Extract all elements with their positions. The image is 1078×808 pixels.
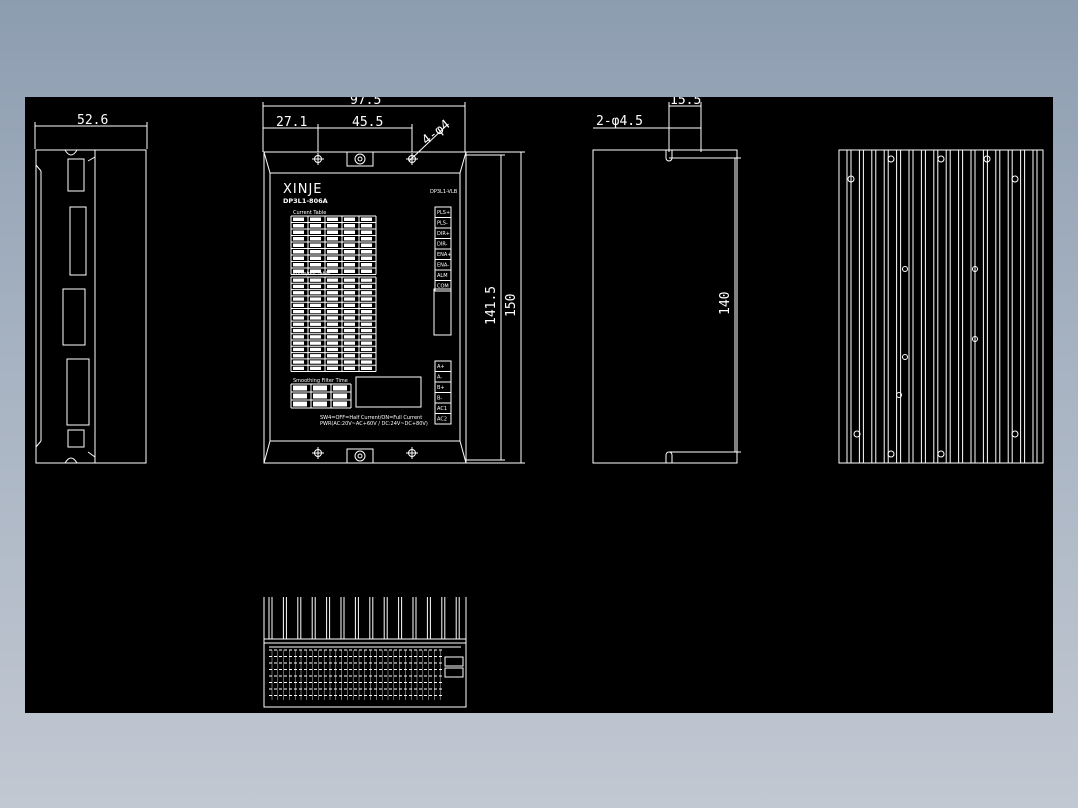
terminal-label: PLS+	[437, 210, 450, 216]
terminal-label: AC1	[437, 406, 447, 412]
terminal-label: DIR-	[437, 241, 448, 247]
terminal-label: ALM	[437, 273, 448, 279]
current-table	[290, 215, 377, 275]
front-hole-spec-dim: 4-φ4	[419, 117, 453, 148]
terminal-label: B-	[437, 395, 442, 401]
cad-drawing: 52.6 97.5 27.1 45.5 4-φ4	[34, 97, 1044, 708]
rear-hole-spec-dim: 2-φ4.5	[596, 114, 643, 129]
terminal-label: COM	[437, 283, 449, 289]
version-text: DP3L1-VLB	[430, 189, 458, 195]
front-width-dim: 97.5	[350, 97, 381, 108]
footer-line-1: SW4=OFF=Half Current/ON=Full Current	[320, 415, 422, 421]
model-name: DP3L1-806A	[283, 197, 328, 205]
front-total-height-dim: 150	[504, 294, 519, 317]
terminal-label: A-	[437, 374, 442, 380]
brand-logo: XINJE	[283, 182, 323, 197]
front-view: 97.5 27.1 45.5 4-φ4 141.5 150	[262, 97, 525, 464]
rear-view: 2-φ4.5 15.5 140	[592, 97, 741, 464]
display-window	[355, 376, 422, 408]
bottom-view	[263, 597, 467, 708]
terminal-label: PLS-	[437, 220, 448, 226]
front-left-offset-dim: 27.1	[276, 115, 307, 130]
signal-terminal-block: PLS+ PLS- DIR+ DIR- ENA+ ENA- ALM COM	[434, 206, 452, 292]
rear-hole-offset-dim: 15.5	[670, 97, 701, 108]
terminal-label: B+	[437, 385, 445, 391]
front-inner-height-dim: 141.5	[484, 286, 499, 325]
terminal-label: DIR+	[437, 231, 450, 237]
footer-line-2: PWR(AC:20V~AC+60V / DC:24V~DC+80V)	[320, 421, 428, 427]
side-view: 52.6	[34, 113, 148, 464]
heatsink-top-view	[838, 149, 1044, 464]
terminal-label: ENA+	[437, 252, 452, 258]
current-table-title: Current Table	[293, 210, 326, 216]
cad-drawing-canvas: 52.6 97.5 27.1 45.5 4-φ4	[25, 97, 1053, 713]
filter-table	[290, 383, 352, 409]
filter-table-title: Smoothing Filter Time	[293, 378, 348, 384]
pulse-table	[290, 276, 377, 372]
rear-hole-spacing-dim: 140	[718, 292, 733, 315]
terminal-label: ENA-	[437, 262, 449, 268]
front-hole-spacing-dim: 45.5	[352, 115, 383, 130]
side-width-dim: 52.6	[77, 113, 108, 128]
terminal-label: A+	[437, 364, 445, 370]
terminal-label: AC2	[437, 416, 447, 422]
